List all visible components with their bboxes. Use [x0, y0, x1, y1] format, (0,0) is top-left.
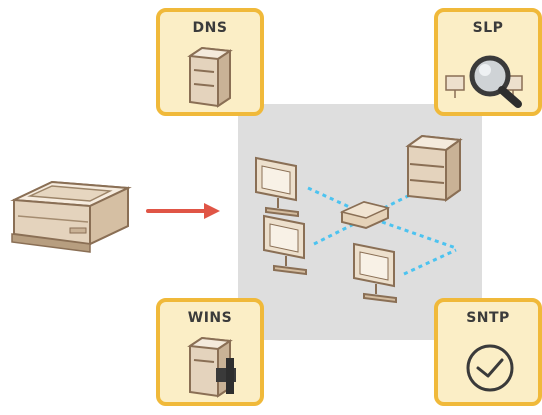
- clock-icon: [466, 344, 514, 392]
- wins-label: WINS: [187, 310, 233, 326]
- server-icon: [187, 336, 236, 398]
- dns-label: DNS: [192, 20, 228, 36]
- network-icon: [255, 134, 463, 304]
- slp-label: SLP: [472, 20, 504, 36]
- arrow-icon: [146, 203, 220, 219]
- sntp-label: SNTP: [466, 310, 510, 326]
- printer-icon: [10, 180, 132, 253]
- dns-card: DNS: [156, 8, 264, 116]
- sntp-card: SNTP: [434, 298, 542, 406]
- slp-card: SLP: [434, 8, 542, 116]
- wins-card: WINS: [156, 298, 264, 406]
- magnifier-icon: [445, 55, 523, 108]
- server-icon: [187, 46, 233, 108]
